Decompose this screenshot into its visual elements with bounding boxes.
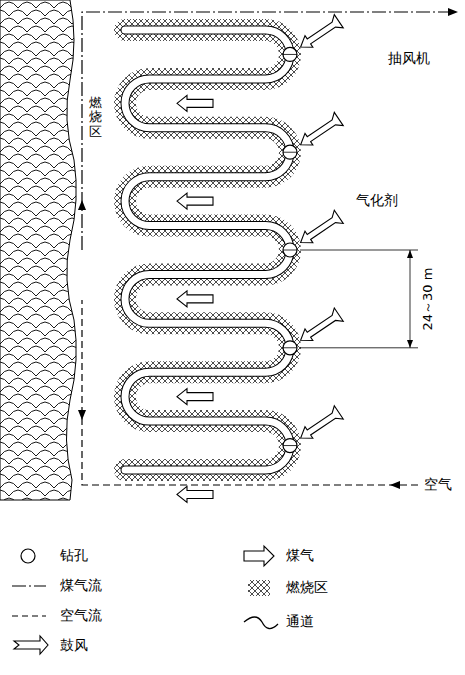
blow-arrow (296, 406, 343, 445)
legend-text: 煤气流 (60, 577, 102, 594)
legend-text: 空气流 (60, 607, 102, 624)
borehole-mark (283, 445, 297, 446)
agent-label: 气化剂 (356, 192, 398, 209)
blow-arrow (296, 112, 343, 151)
gas-arrow (177, 193, 213, 209)
gas-arrow (177, 291, 213, 307)
legend-text: 钻孔 (60, 547, 88, 564)
legend-text: 煤气 (286, 547, 314, 564)
legend-text: 鼓风 (60, 637, 88, 654)
arrow-head (390, 481, 400, 489)
air-flow-line (82, 300, 418, 485)
borehole-mark (283, 152, 297, 153)
dimension (300, 250, 418, 348)
gas-arrow (177, 486, 213, 502)
zone-label: 燃烧区 (89, 96, 102, 139)
legend-samples (12, 546, 278, 654)
borehole-mark (283, 250, 297, 251)
legend-text: 燃烧区 (286, 579, 328, 596)
air-label: 空气 (424, 476, 452, 493)
gas-arrow (177, 95, 213, 111)
arrow-head (407, 340, 413, 348)
arrow-head (448, 8, 458, 16)
blow-arrow (296, 308, 343, 347)
legend-text: 通道 (286, 613, 314, 630)
borehole (283, 439, 297, 453)
channel-group (125, 15, 343, 503)
burning-zone (125, 30, 290, 470)
blow-arrow (296, 15, 343, 54)
borehole (283, 341, 297, 355)
borehole-mark (283, 54, 297, 55)
blow-arrow (296, 210, 343, 249)
borehole (283, 243, 297, 257)
channel (125, 30, 290, 470)
gas-flow-line (82, 12, 452, 250)
borehole (283, 47, 297, 61)
borehole (283, 145, 297, 159)
borehole-mark (283, 347, 297, 348)
arrow-head (78, 200, 86, 210)
gas-arrow (177, 389, 213, 405)
fan-label: 抽风机 (388, 50, 430, 67)
arrow-head (78, 410, 86, 420)
dimension-label: 24～30 m (420, 266, 436, 333)
arrow-head (407, 250, 413, 258)
channel-edge (125, 30, 290, 470)
coal-seam (0, 0, 76, 500)
